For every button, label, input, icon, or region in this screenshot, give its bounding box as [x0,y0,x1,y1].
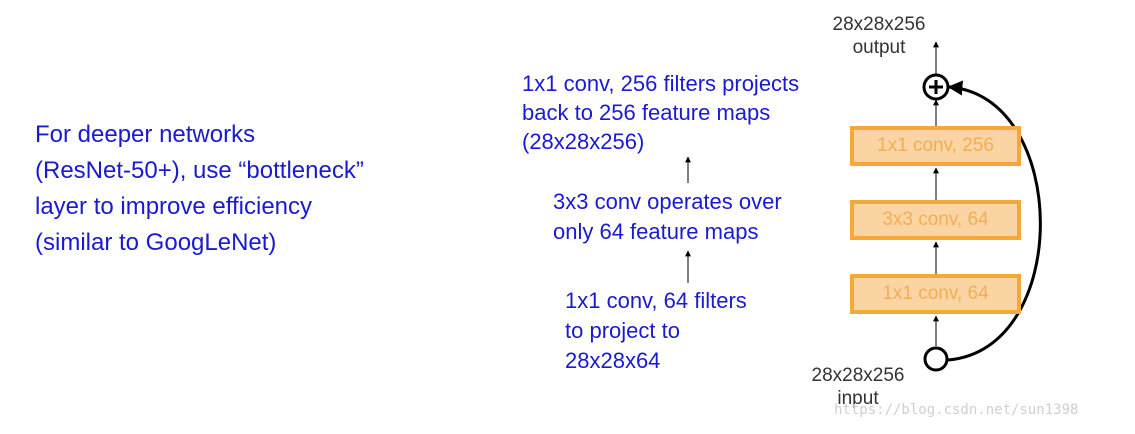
skip-connection-arrow [947,80,1042,362]
layer-box-3x3-conv-64: 3x3 conv, 64 [850,200,1021,240]
input-node [923,346,949,372]
intro-text: For deeper networks (ResNet-50+), use “b… [35,121,364,256]
layer-box-1x1-conv-256: 1x1 conv, 256 [850,126,1021,166]
output-label: 28x28x256 output [832,14,926,58]
add-node [922,73,950,101]
watermark: https://blog.csdn.net/sun1398 [834,402,1079,418]
input-label: 28x28x256 input [811,365,905,409]
layer-box-1x1-conv-64: 1x1 conv, 64 [850,274,1021,314]
annotation-bottom: 1x1 conv, 64 filters to project to 28x28… [565,288,747,373]
annotation-middle: 3x3 conv operates over only 64 feature m… [553,189,782,244]
annotation-top: 1x1 conv, 256 filters projects back to 2… [522,71,800,154]
